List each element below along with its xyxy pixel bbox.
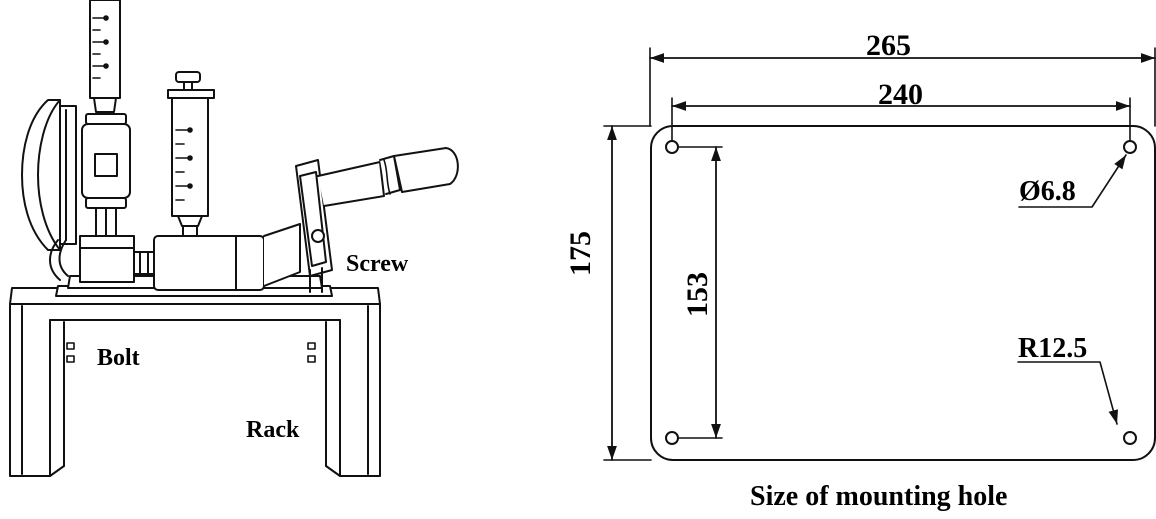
mounting-hole-bottom-right	[1123, 431, 1137, 445]
leader-line-diameter	[1018, 154, 1127, 208]
plate-outline	[650, 125, 1156, 461]
middle-syringe	[167, 71, 215, 239]
manifold-block	[79, 235, 155, 283]
hole-diameter-label: Ø6.8	[1019, 176, 1076, 207]
left-cylinder	[81, 0, 131, 237]
pump-handle	[295, 147, 459, 293]
corner-radius-label: R12.5	[1018, 333, 1088, 364]
hole-spacing-height-label: 153	[681, 272, 714, 317]
bolt-label: Bolt	[97, 345, 140, 371]
hole-spacing-width-label: 240	[878, 78, 923, 111]
diagram-caption: Size of mounting hole	[750, 481, 1008, 512]
pump-body	[153, 223, 301, 291]
rack-label: Rack	[246, 417, 300, 443]
leader-line-radius	[1017, 361, 1119, 425]
screw-label: Screw	[346, 251, 409, 277]
rack-stand	[9, 287, 381, 477]
pressure-gauge	[21, 99, 77, 281]
pressure-tester-device	[9, 0, 459, 477]
bolt-holes	[66, 342, 316, 363]
overall-height-label: 175	[564, 231, 597, 276]
mounting-plate-drawing	[603, 47, 1156, 461]
overall-width-label: 265	[866, 29, 911, 62]
